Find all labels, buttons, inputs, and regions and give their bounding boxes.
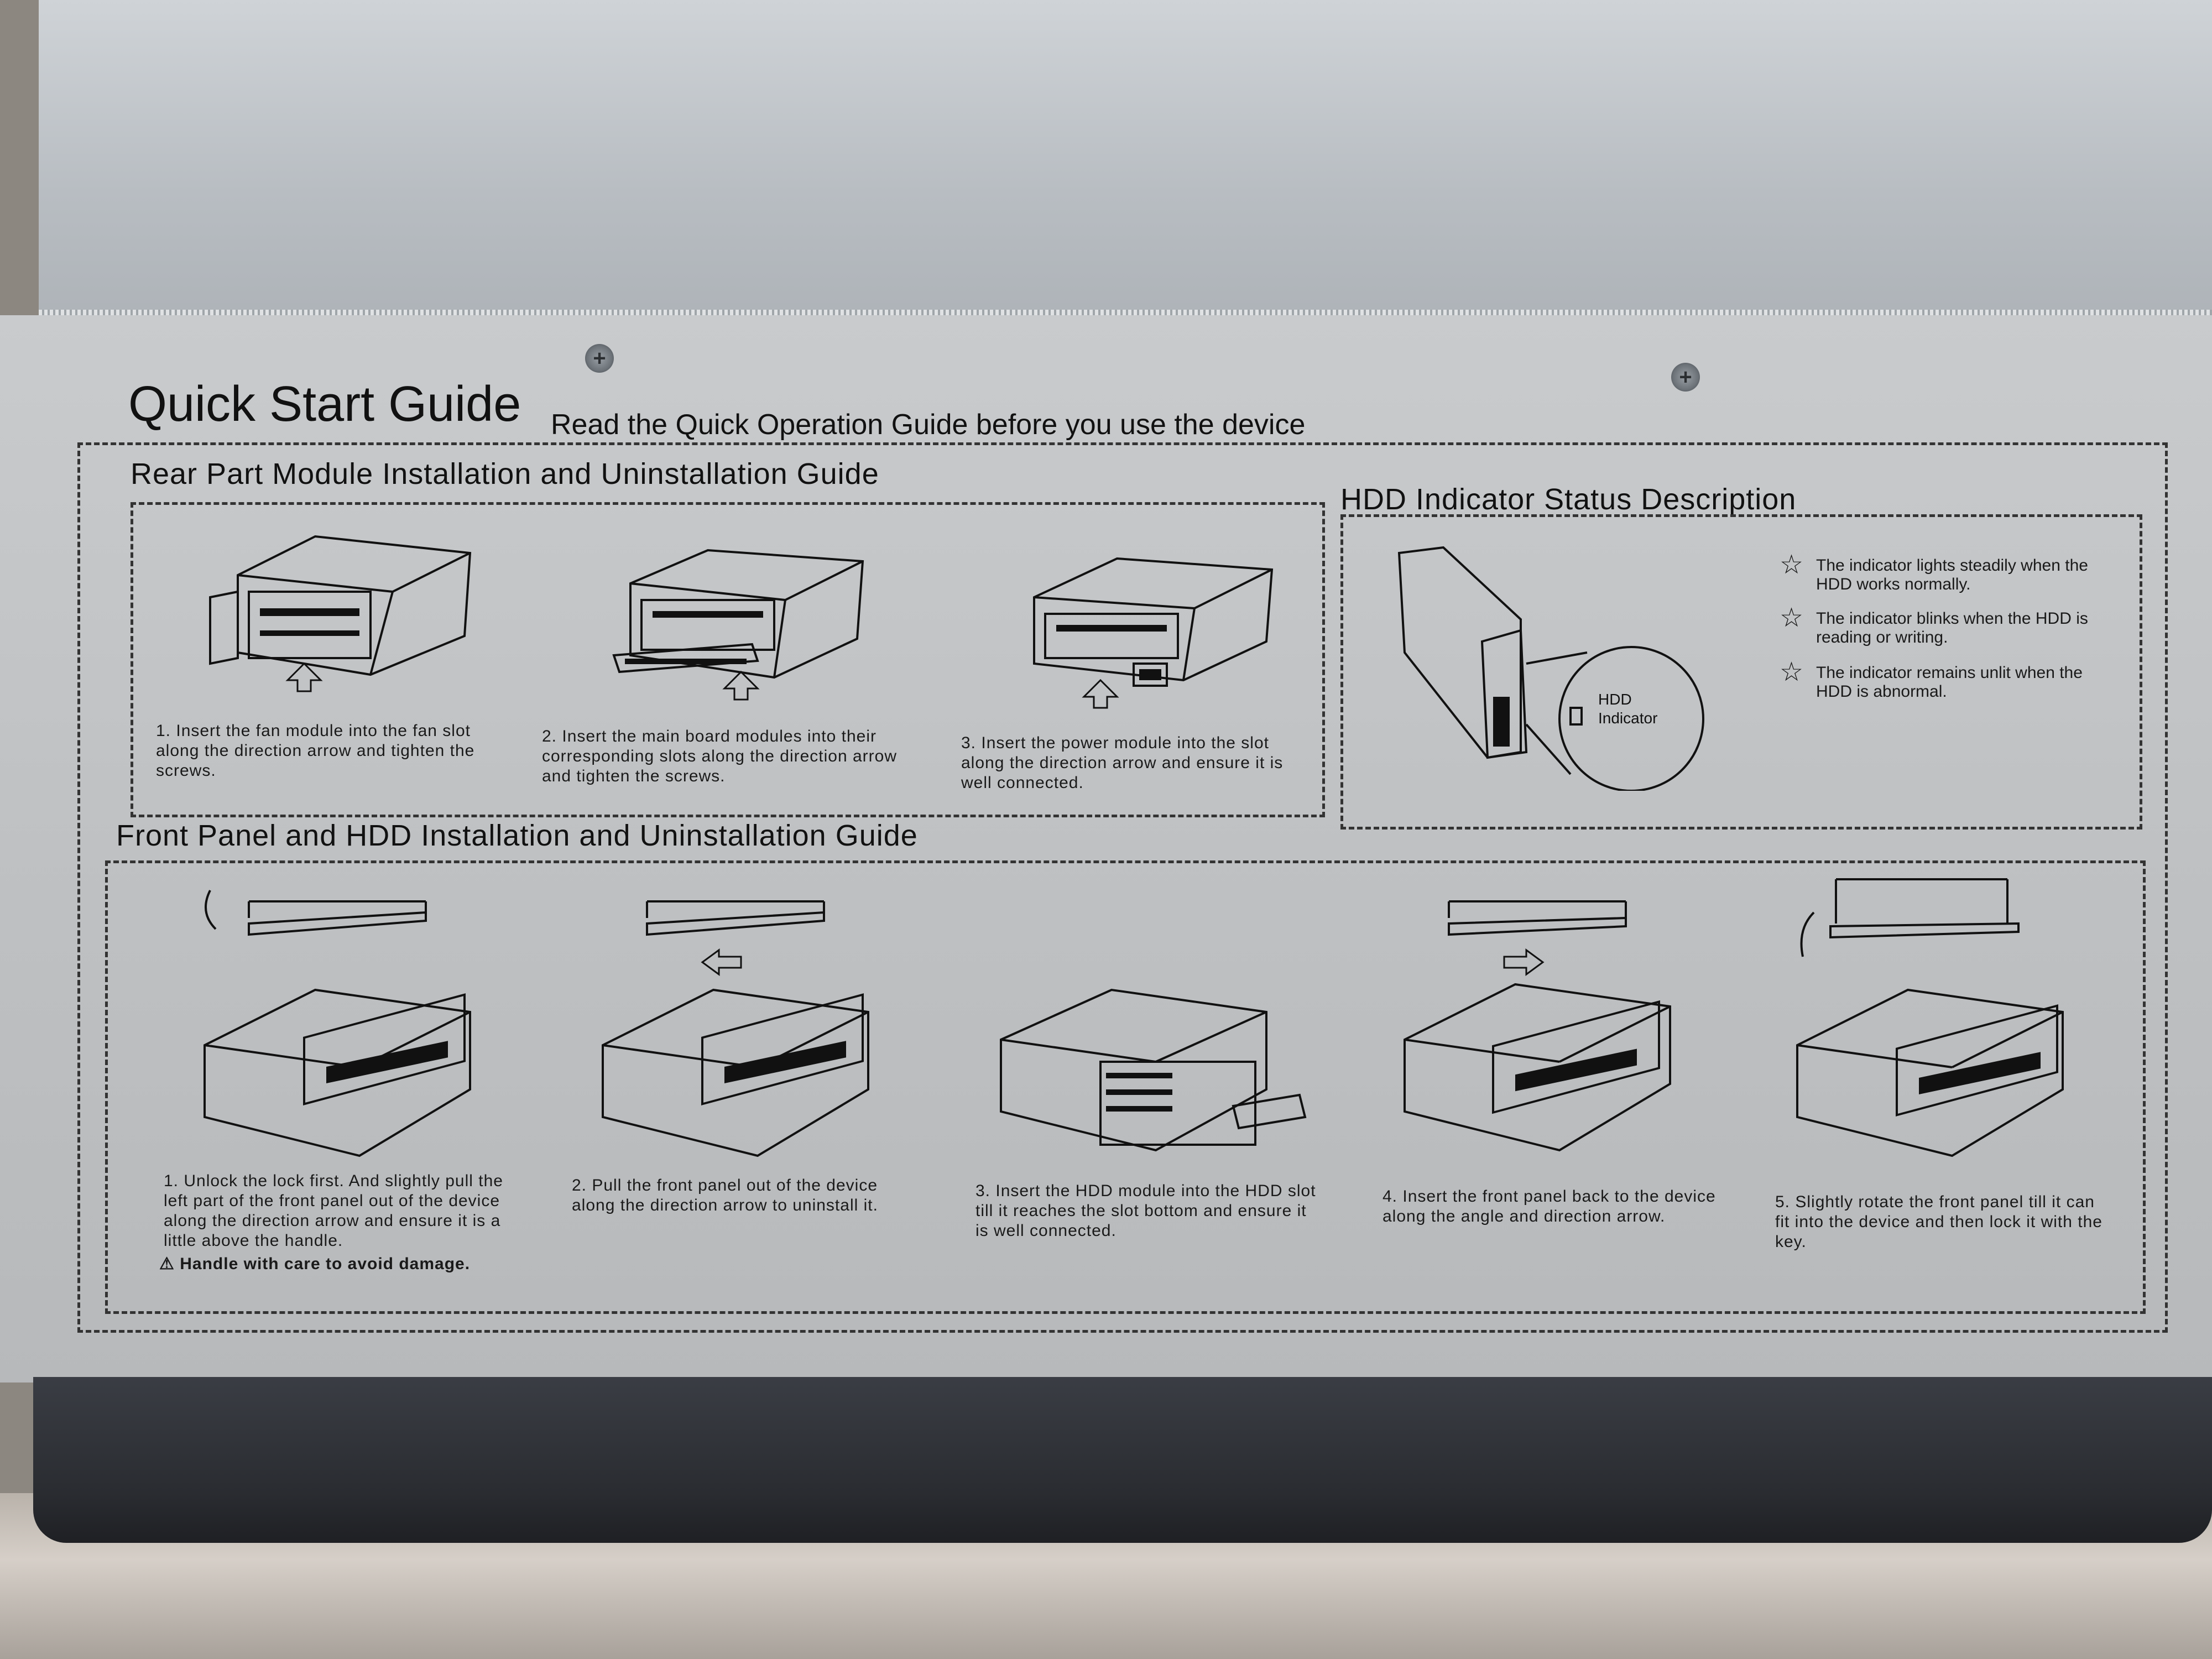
rear-step-2-text: 2. Insert the main board modules into th… xyxy=(542,727,897,785)
hdd-status-3: The indicator remains unlit when the HDD… xyxy=(1816,664,2083,701)
front-step-4-illustration xyxy=(1404,900,1671,1152)
hdd-indicator-callout: HDD Indicator xyxy=(1598,691,1658,727)
hdd-status-1: The indicator lights steadily when the H… xyxy=(1816,556,2088,593)
front-section-title: Front Panel and HDD Installation and Uni… xyxy=(116,819,918,852)
front-step-5-illustration xyxy=(1796,878,2064,1157)
star-icon: ☆ xyxy=(1780,658,1804,687)
front-step-1-illustration xyxy=(204,890,471,1157)
star-icon: ☆ xyxy=(1780,550,1804,580)
main-board-illustration xyxy=(612,549,864,701)
guide-subtitle: Read the Quick Operation Guide before yo… xyxy=(551,409,1306,441)
hdd-status-2: The indicator blinks when the HDD is rea… xyxy=(1816,609,2088,646)
front-warning: ⚠ Handle with care to avoid damage. xyxy=(159,1254,470,1274)
power-module-illustration xyxy=(1033,557,1274,709)
front-step-3-illustration xyxy=(1000,988,1307,1152)
device-top-lid xyxy=(39,0,2212,321)
rear-section-title: Rear Part Module Installation and Uninst… xyxy=(131,457,879,491)
star-icon: ☆ xyxy=(1780,603,1804,633)
front-step-1-text: 1. Unlock the lock first. And slightly p… xyxy=(164,1172,503,1250)
rear-step-3-text: 3. Insert the power module into the slot… xyxy=(961,734,1284,792)
device-front-bezel xyxy=(33,1377,2212,1543)
front-section-box xyxy=(105,860,2146,1314)
front-step-2-illustration xyxy=(602,900,869,1157)
front-step-5-text: 5. Slightly rotate the front panel till … xyxy=(1775,1193,2103,1251)
rear-step-1-text: 1. Insert the fan module into the fan sl… xyxy=(156,722,475,780)
hdd-drive-illustration xyxy=(1397,546,1704,791)
screw-icon xyxy=(1671,363,1700,392)
hdd-section-title: HDD Indicator Status Description xyxy=(1340,483,1797,516)
outer-frame xyxy=(77,442,2168,1333)
guide-label-panel xyxy=(0,315,2212,1383)
warning-icon: ⚠ xyxy=(159,1255,175,1273)
fan-module-illustration xyxy=(209,535,472,692)
front-step-2-text: 2. Pull the front panel out of the devic… xyxy=(572,1176,878,1214)
front-warning-text: Handle with care to avoid damage. xyxy=(180,1255,471,1273)
front-step-3-text: 3. Insert the HDD module into the HDD sl… xyxy=(975,1182,1316,1240)
hdd-section-box xyxy=(1340,514,2142,830)
screw-icon xyxy=(585,344,614,373)
front-step-4-text: 4. Insert the front panel back to the de… xyxy=(1383,1187,1716,1225)
rear-section-box xyxy=(131,502,1325,817)
guide-title: Quick Start Guide xyxy=(128,377,521,432)
